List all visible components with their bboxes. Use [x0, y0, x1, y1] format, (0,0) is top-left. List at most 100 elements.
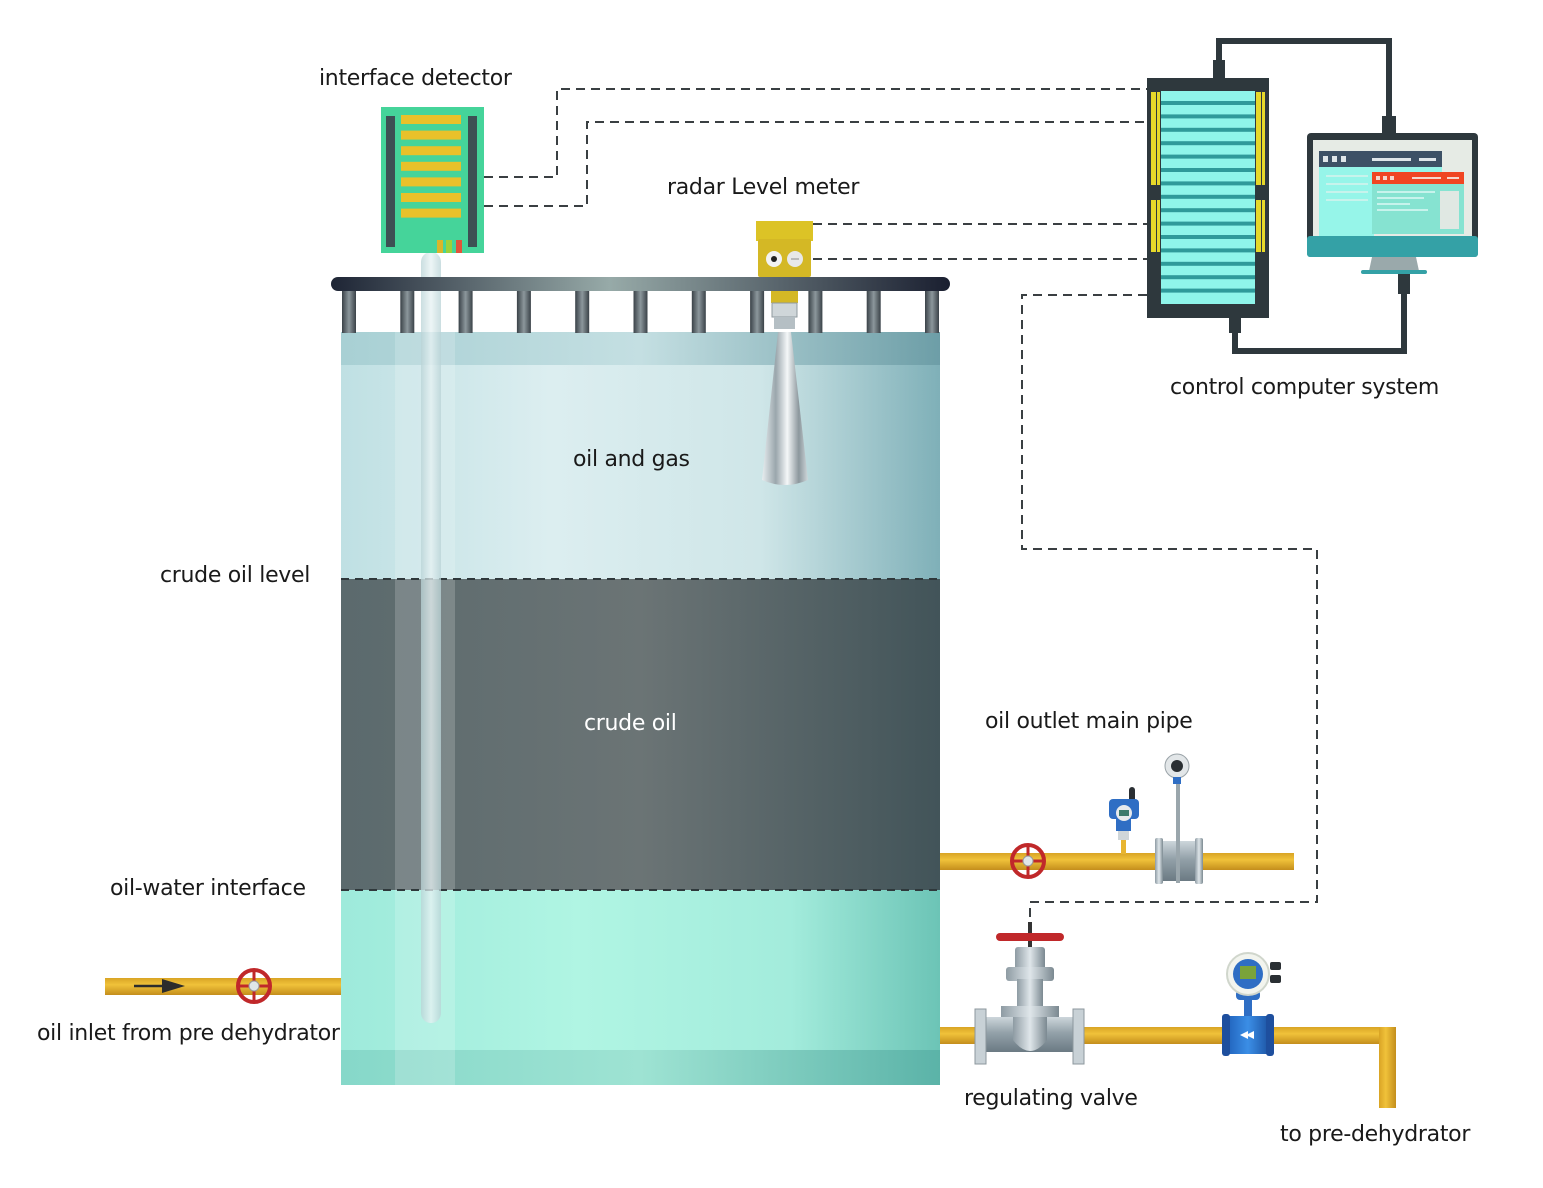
signal-valve — [1021, 294, 1318, 925]
label-crude-oil: crude oil — [584, 711, 677, 736]
radar-level-meter[interactable] — [756, 221, 813, 485]
window-text-line — [1377, 209, 1428, 211]
window-title-line — [1412, 177, 1441, 179]
transmitter-stem — [1121, 838, 1126, 854]
cabinet-side-light — [1256, 92, 1261, 185]
signal-lines — [484, 88, 1318, 925]
railing-post — [516, 289, 531, 333]
detector-bar — [401, 115, 461, 124]
cabinet-top-port — [1213, 60, 1225, 78]
magflow-flange — [1222, 1014, 1230, 1056]
outlet-pipe-body — [940, 853, 1294, 870]
flowmeter-stem — [1176, 775, 1180, 883]
window-text-line — [1377, 203, 1410, 205]
flowmeter-neck — [1173, 777, 1181, 784]
cabinet-stripe — [1161, 194, 1255, 199]
valve-spindle — [1028, 941, 1032, 951]
interface-probe — [421, 252, 441, 1023]
railing-post — [633, 289, 648, 333]
valve-hub — [248, 980, 260, 992]
cabinet-stripe — [1161, 181, 1255, 186]
cabinet-stripe — [1161, 261, 1255, 266]
electromagnetic-flowmeter[interactable] — [1222, 952, 1281, 1056]
flowmeter-flange — [1155, 838, 1163, 884]
tank-bottom-band — [341, 1050, 940, 1085]
cabinet-side-light — [1262, 200, 1265, 252]
signal-detector-1 — [484, 88, 1147, 178]
cabinet-side-light — [1157, 200, 1160, 252]
label-oil-inlet: oil inlet from pre dehydrator — [37, 1021, 340, 1046]
cable-top — [1216, 38, 1392, 118]
vortex-flowmeter[interactable] — [1155, 753, 1203, 884]
label-to-pre-dehydrator: to pre-dehydrator — [1280, 1122, 1471, 1147]
flowmeter-display — [1171, 760, 1183, 772]
valve-bulge — [1013, 1017, 1047, 1051]
monitor-base — [1361, 270, 1427, 274]
label-interface-detector: interface detector — [319, 66, 512, 91]
cabinet-stripe — [1161, 208, 1255, 213]
lower-pipe-vertical — [1379, 1027, 1396, 1108]
cabinet-side-light — [1256, 200, 1261, 252]
cabinet-side-light — [1151, 92, 1156, 185]
valve-yoke — [1015, 947, 1045, 971]
window-text-line — [1377, 191, 1435, 193]
radar-display-dot — [771, 256, 777, 262]
signal-detector-2 — [484, 121, 1147, 207]
flow-arrow-icon — [162, 979, 185, 993]
window-text-line — [1326, 199, 1368, 201]
pressure-transmitter[interactable] — [1109, 787, 1139, 854]
window-title-line — [1447, 177, 1459, 179]
cabinet-stripe — [1161, 141, 1255, 146]
magflow-neck — [1244, 998, 1252, 1016]
cabinet-stripe — [1161, 114, 1255, 119]
cabinet-stripe — [1161, 154, 1255, 159]
detector-bar — [401, 208, 461, 218]
railing-post — [342, 289, 356, 333]
cabinet-stripe — [1161, 275, 1255, 280]
window-dot — [1341, 156, 1346, 162]
valve-spindle — [1028, 922, 1032, 936]
detector-bar — [401, 146, 461, 156]
radar-horn — [762, 332, 808, 485]
inlet-valve[interactable] — [236, 968, 272, 1004]
cabinet-stripe — [1161, 168, 1255, 172]
magflow-connector — [1270, 962, 1281, 970]
outlet-valve[interactable] — [1010, 843, 1046, 879]
window-sidebar — [1440, 191, 1459, 229]
regulating-valve[interactable] — [974, 922, 1085, 1065]
interface-detector[interactable] — [381, 107, 484, 253]
valve-end-flange — [1072, 1008, 1085, 1065]
label-control-computer-system: control computer system — [1170, 375, 1439, 400]
cabinet-side-light — [1151, 200, 1156, 252]
window-title-line — [1419, 158, 1436, 161]
monitor-bottom-port — [1398, 274, 1410, 294]
transmitter-display — [1119, 810, 1129, 816]
detector-bar — [401, 130, 461, 140]
valve-end-flange — [974, 1008, 987, 1065]
control-cabinet[interactable] — [1147, 60, 1269, 333]
label-oil-outlet-main-pipe: oil outlet main pipe — [985, 709, 1193, 734]
tank — [341, 252, 940, 1085]
radar-nut — [771, 302, 798, 318]
monitor[interactable] — [1307, 116, 1478, 294]
detector-bar — [401, 193, 461, 202]
window-dot — [1376, 176, 1380, 180]
window-text-line — [1326, 183, 1368, 185]
cabinet-side-light — [1157, 92, 1160, 185]
window-text-line — [1377, 197, 1424, 199]
detector-left-rail — [386, 116, 395, 247]
railing-post — [575, 289, 590, 333]
label-crude-oil-level: crude oil level — [160, 563, 311, 588]
cabinet-stripe — [1161, 101, 1255, 105]
detector-led-red — [456, 240, 462, 253]
cabinet-side-light — [1262, 92, 1265, 185]
label-oil-water-interface: oil-water interface — [110, 876, 306, 901]
radar-head-top — [756, 221, 813, 241]
flow-direction-icon — [1240, 1031, 1254, 1039]
valve-hub — [1022, 855, 1034, 867]
railing-post — [925, 289, 939, 333]
cabinet-stripe — [1161, 127, 1255, 132]
magflow-flange — [1266, 1014, 1274, 1056]
label-regulating-valve: regulating valve — [964, 1086, 1138, 1111]
railing-top-bar — [331, 277, 950, 291]
